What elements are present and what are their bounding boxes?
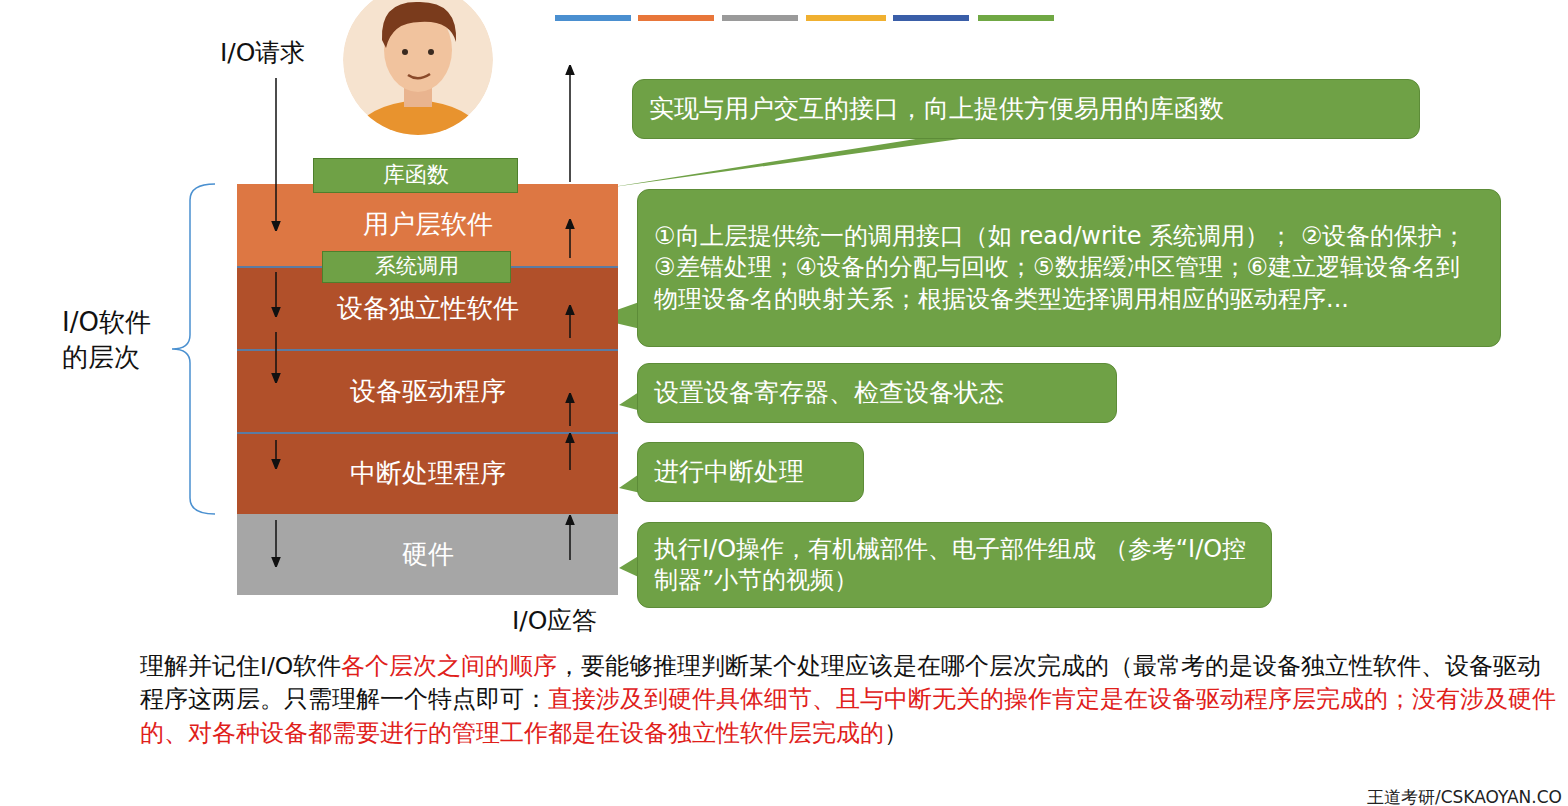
- flow-label: I/O应答: [512, 604, 597, 637]
- node-text: ①向上层提供统一的调用接口（如 read/write 系统调用）； ②设备的保护…: [654, 221, 1484, 315]
- node-text: 执行I/O操作，有机械部件、电子部件组成 （参考“I/O控制器”小节的视频）: [654, 534, 1255, 596]
- hardware-band: 硬件: [237, 514, 618, 595]
- node-text: 中断处理程序: [350, 457, 506, 491]
- node-text: 设置设备寄存器、检查设备状态: [654, 377, 1100, 410]
- callout-box: ①向上层提供统一的调用接口（如 read/write 系统调用）； ②设备的保护…: [637, 189, 1501, 347]
- layer-band: 中断处理程序: [237, 432, 618, 514]
- note-paragraph: 理解并记住I/O软件各个层次之间的顺序，要能够推理判断某个处理应该是在哪个层次完…: [140, 650, 1560, 750]
- highlight-text: 各个层次之间的顺序: [341, 652, 557, 680]
- node-text: 系统调用: [375, 253, 459, 280]
- node-text: 进行中断处理: [654, 456, 847, 489]
- layer-band: 设备驱动程序: [237, 349, 618, 432]
- callout-box: 进行中断处理: [637, 442, 864, 502]
- title-bars: [555, 15, 1054, 21]
- node-text: 用户层软件: [363, 208, 493, 242]
- flow-label: I/O请求: [220, 36, 305, 69]
- callout-box: 执行I/O操作，有机械部件、电子部件组成 （参考“I/O控制器”小节的视频）: [637, 522, 1272, 608]
- node-text: 设备独立性软件: [337, 292, 519, 326]
- avatar: [343, 0, 493, 140]
- group-label: I/O软件 的层次: [62, 305, 182, 375]
- node-text: 硬件: [402, 538, 454, 572]
- node-text: 设备驱动程序: [350, 375, 506, 409]
- callout-box: 设置设备寄存器、检查设备状态: [637, 363, 1117, 423]
- note-text: 理解并记住I/O软件: [140, 652, 341, 680]
- watermark: 王道考研/CSKAOYAN.CO: [1367, 786, 1562, 806]
- small-box: 系统调用: [322, 251, 511, 283]
- node-text: 库函数: [383, 161, 449, 190]
- callout-box: 实现与用户交互的接口，向上提供方便易用的库函数: [632, 79, 1420, 139]
- note-text: ）: [884, 719, 908, 747]
- small-box: 库函数: [313, 158, 518, 193]
- brace: [172, 184, 215, 514]
- node-text: 实现与用户交互的接口，向上提供方便易用的库函数: [649, 93, 1403, 126]
